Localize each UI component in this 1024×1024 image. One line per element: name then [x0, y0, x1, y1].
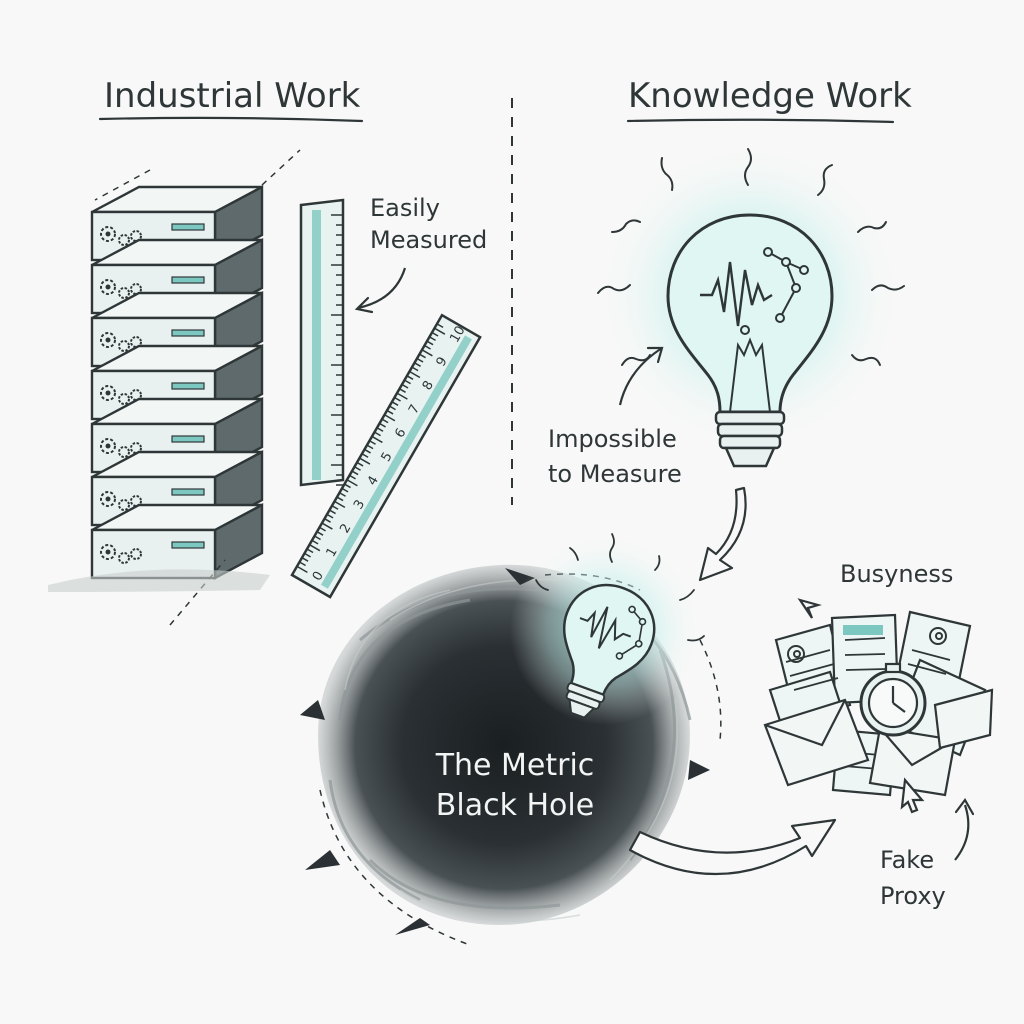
gear-icon [100, 279, 142, 299]
arrow-to-busyness [954, 804, 970, 861]
hollow-arrow-right [628, 818, 837, 876]
gear-icon [100, 438, 142, 458]
label-measured: Measured [370, 226, 488, 254]
label-fake: Fake [880, 846, 935, 874]
label-easily: Easily [370, 194, 440, 222]
hollow-arrow-down [698, 486, 747, 582]
label-to-measure: to Measure [548, 460, 682, 488]
server-rack-icon [90, 185, 264, 580]
floor-shadow [48, 569, 270, 592]
gear-icon [100, 491, 142, 511]
heading-underlines [98, 116, 895, 124]
gear-icon [100, 226, 142, 246]
label-proxy: Proxy [880, 882, 946, 910]
document-pile-icon [763, 598, 994, 814]
envelope-icon [763, 688, 994, 797]
ruler-tick-label: 10 [447, 324, 468, 346]
cursor-icon [797, 598, 925, 814]
light-bulb-icon [597, 145, 905, 468]
ruler-icon [299, 198, 345, 487]
arrow-to-bulb [618, 347, 663, 406]
gear-icon [100, 332, 142, 352]
light-bulb-icon [510, 533, 705, 725]
server-unit [90, 503, 264, 580]
perspective-lines [94, 149, 301, 626]
clock-icon [859, 662, 927, 737]
label-the-metric: The Metric [435, 748, 595, 783]
heading-industrial-work: Industrial Work [104, 76, 361, 116]
label-busyness: Busyness [840, 560, 954, 588]
at-sign-icon [787, 627, 947, 663]
label-impossible: Impossible [548, 425, 677, 453]
gear-icon [100, 385, 142, 405]
heading-knowledge-work: Knowledge Work [628, 76, 912, 116]
gear-icon [100, 544, 142, 564]
arrow-to-ruler [357, 267, 407, 310]
label-black-hole: Black Hole [435, 788, 595, 823]
